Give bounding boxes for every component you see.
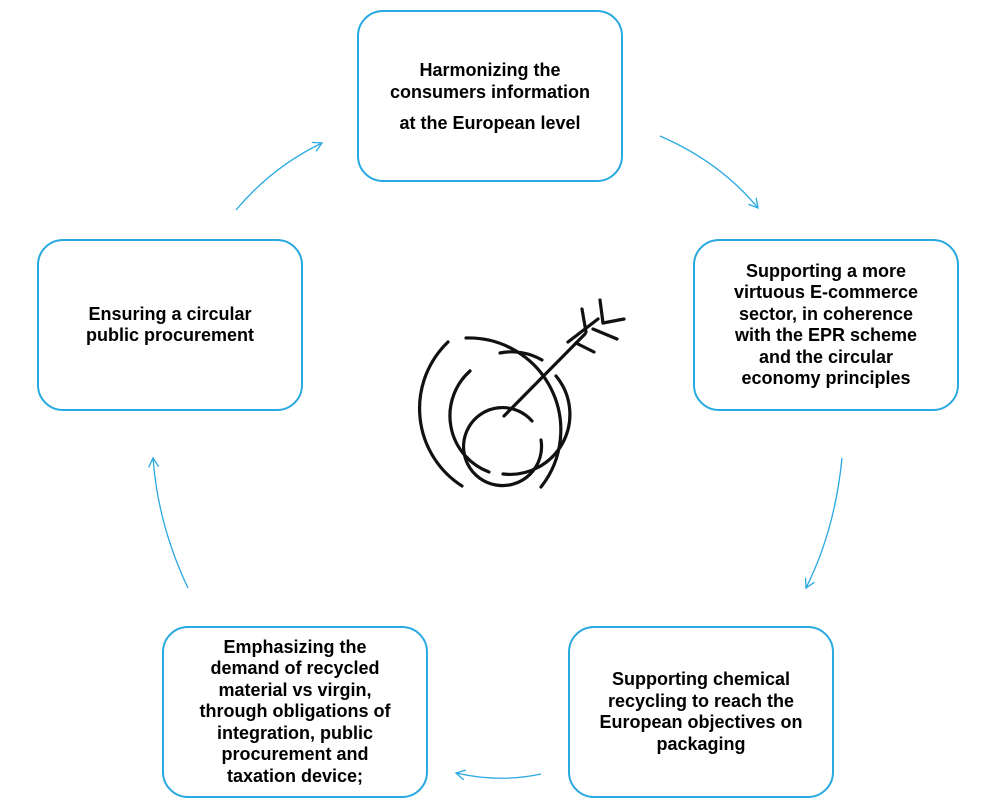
text-line: sector, in coherence xyxy=(738,303,914,324)
arrow-top-to-right xyxy=(659,135,759,210)
arrow-right-to-bottom-right xyxy=(804,457,843,590)
text-line: integration, public xyxy=(217,722,373,743)
step-text: Harmonizing the consumers information at… xyxy=(390,59,590,134)
text-line: with the EPR scheme xyxy=(734,325,918,345)
text-line: public procurement xyxy=(85,325,255,345)
step-box-chemical-recycling: Supporting chemical recycling to reach t… xyxy=(568,626,834,798)
text-line: virtuous E-commerce xyxy=(733,282,919,302)
step-box-ecommerce-epr: Supporting a more virtuous E-commerce se… xyxy=(693,239,959,411)
arrow-left-to-top xyxy=(235,141,324,211)
step-box-harmonizing-consumer-information: Harmonizing the consumers information at… xyxy=(357,10,623,182)
step-text: Ensuring a circular public procurement xyxy=(86,304,254,347)
step-box-circular-public-procurement: Ensuring a circular public procurement xyxy=(37,239,303,411)
text-line: Supporting a more xyxy=(745,260,906,281)
text-line: taxation device; xyxy=(226,765,364,786)
text-line: procurement and xyxy=(221,744,369,765)
text-line: material vs virgin, xyxy=(218,679,372,700)
target-arrow-icon xyxy=(418,298,626,489)
arrow-bottom-left-to-left xyxy=(148,456,189,589)
step-text: Supporting a more virtuous E-commerce se… xyxy=(734,261,918,390)
text-line: Harmonizing the xyxy=(419,59,561,80)
text-line: at the European level xyxy=(399,112,581,133)
text-line: demand of recycled xyxy=(210,658,380,679)
step-text: Supporting chemical recycling to reach t… xyxy=(599,669,802,755)
text-line: Supporting chemical xyxy=(611,669,790,689)
text-line: economy principles xyxy=(741,368,911,388)
text-line: packaging xyxy=(656,733,746,754)
text-line: Emphasizing the xyxy=(223,636,367,657)
step-text: Emphasizing the demand of recycled mater… xyxy=(200,637,391,788)
step-box-recycled-material-demand: Emphasizing the demand of recycled mater… xyxy=(162,626,428,798)
text-line: recycling to reach the xyxy=(607,690,795,711)
text-line: European objectives on xyxy=(599,712,803,732)
arrow-bottom-right-to-bottom-left xyxy=(454,769,542,781)
text-line: Ensuring a circular xyxy=(88,303,252,324)
text-line: consumers information xyxy=(389,81,591,102)
text-line: through obligations of xyxy=(199,701,391,722)
text-line: and the circular xyxy=(758,346,894,367)
